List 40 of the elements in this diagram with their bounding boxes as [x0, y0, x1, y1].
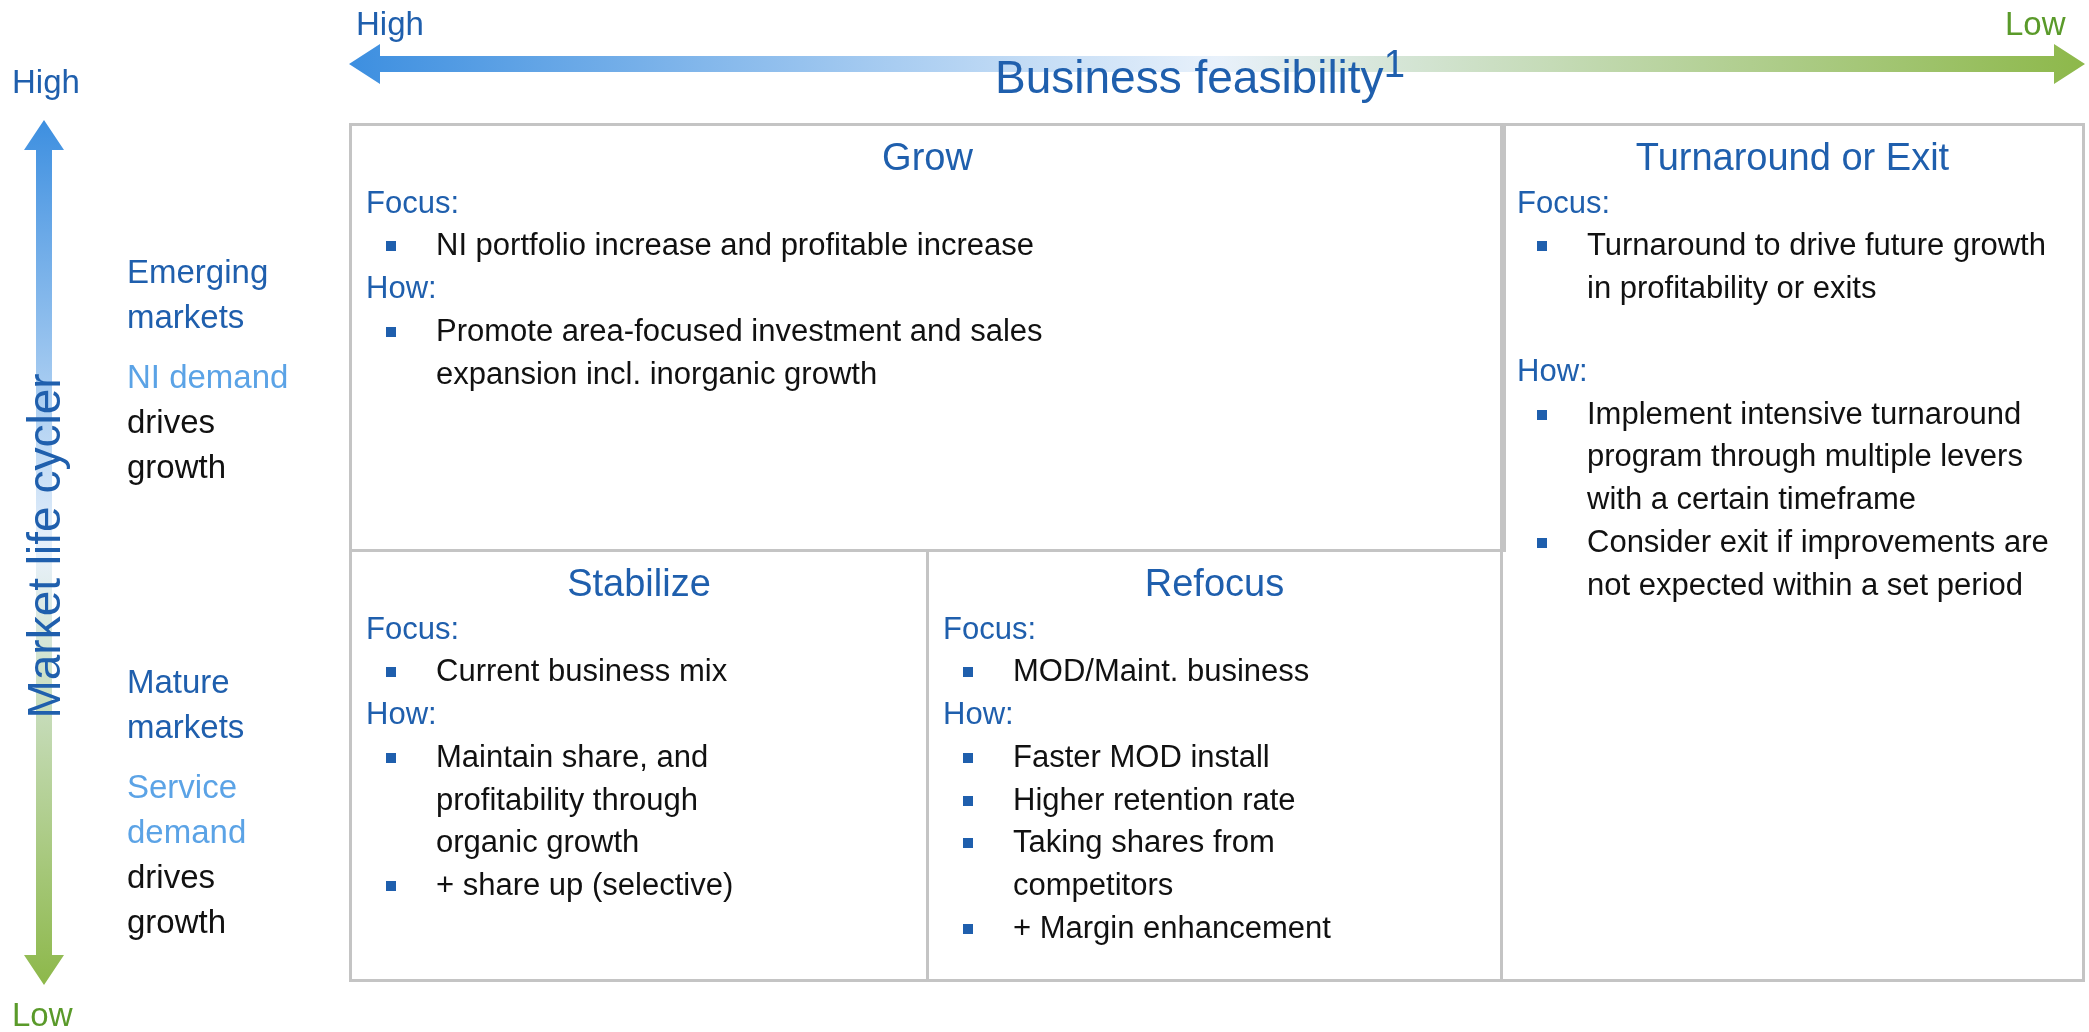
section-heading: How:	[366, 695, 437, 734]
quadrant-title: Turnaround or Exit	[1634, 135, 1951, 180]
section-heading: Focus:	[366, 609, 460, 648]
row-label: Emerging markets	[127, 252, 270, 337]
row-label: Mature markets	[127, 662, 246, 747]
row-label: Service demand	[127, 767, 248, 852]
section-heading: Focus:	[943, 609, 1037, 648]
bullet-text: Consider exit if improvements are not expected within a set period	[1587, 522, 2050, 604]
bullet-text: + Margin enhancement	[1013, 908, 1331, 947]
bullet-text: Maintain share, and profitability through organic growth	[436, 737, 710, 862]
bullet-text: Promote area-focused investment and sales expansion incl. inorganic growth	[436, 311, 1044, 393]
quadrant-title: Grow	[881, 135, 974, 180]
quadrant-box	[1500, 123, 2085, 982]
quadrant-title: Stabilize	[566, 561, 712, 606]
bullet-text: Taking shares from competitors	[1013, 823, 1276, 905]
section-heading: How:	[943, 695, 1014, 734]
section-heading: Focus:	[1517, 183, 1611, 222]
axis-label: High	[12, 62, 80, 102]
bullet-text: Higher retention rate	[1013, 780, 1296, 819]
quadrant-box	[349, 549, 929, 982]
bullet-text: Turnaround to drive future growth in profitability or exits	[1587, 226, 2047, 308]
quadrant-title: Refocus	[1143, 561, 1286, 606]
axis-label: High	[356, 4, 424, 44]
quadrant-box	[349, 123, 1506, 552]
axis-label: Low	[2005, 4, 2066, 44]
bullet-text: Faster MOD install	[1013, 737, 1270, 776]
bullet-text: NI portfolio increase and profitable increase	[436, 226, 1034, 265]
row-label: NI demand	[127, 357, 289, 397]
bullet-text: + share up (selective)	[436, 866, 734, 905]
row-label: drives growth	[127, 402, 228, 487]
bullet-text: Current business mix	[436, 652, 728, 691]
row-label: drives growth	[127, 857, 228, 942]
axis-title: Business feasibility$^{1}$	[995, 41, 1405, 106]
section-heading: How:	[1517, 351, 1588, 390]
axis-label: Low	[12, 995, 73, 1032]
section-heading: Focus:	[366, 183, 460, 222]
bullet-text: MOD/Maint. business	[1013, 652, 1310, 691]
section-heading: How:	[366, 269, 437, 308]
bullet-text: Implement intensive turnaround program through multiple levers with a certain timeframe	[1587, 394, 2024, 519]
axis-title: Market life cycler	[16, 373, 71, 719]
